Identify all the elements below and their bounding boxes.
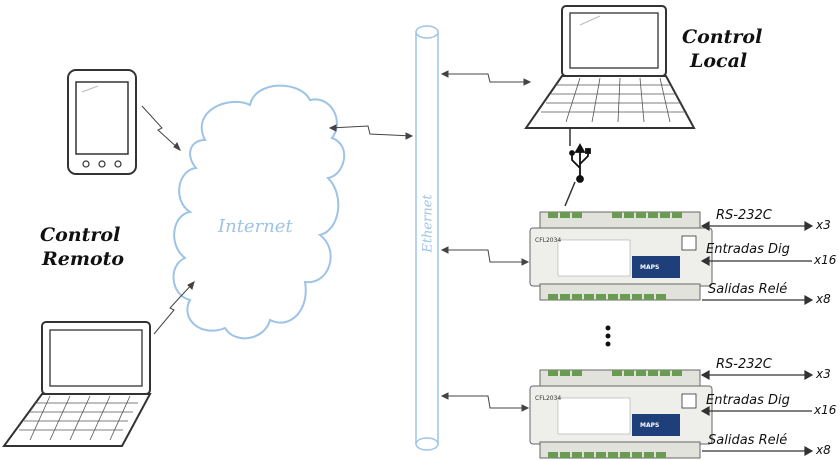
device-2 bbox=[529, 369, 713, 459]
terminal-block-bottom-1 bbox=[548, 294, 666, 300]
io-label-salidas-1: Salidas Relé bbox=[708, 282, 788, 297]
device-1-model: CFL2034 bbox=[535, 237, 561, 244]
io-arrows-device-1 bbox=[700, 220, 814, 306]
ethernet-label: Ethernet bbox=[420, 194, 436, 253]
io-count-rs232-1: x3 bbox=[816, 218, 831, 232]
io-arrows-device-2 bbox=[700, 369, 814, 457]
terminal-block-top-2 bbox=[548, 370, 682, 376]
terminal-block-top-1 bbox=[548, 212, 682, 218]
control-remoto-label-line1: Control bbox=[40, 224, 121, 246]
device-1 bbox=[529, 211, 713, 301]
ethernet-bus bbox=[415, 25, 439, 451]
io-label-rs232-2: RS-232C bbox=[716, 357, 772, 372]
usb-icon bbox=[569, 143, 591, 183]
connection-lines bbox=[141, 70, 532, 412]
laptop-remote-icon bbox=[2, 321, 152, 447]
device-2-model: CFL2034 bbox=[535, 395, 561, 402]
control-local-label-line1: Control bbox=[682, 26, 763, 48]
io-label-entradas-1: Entradas Dig bbox=[706, 242, 790, 257]
io-count-salidas-2: x8 bbox=[816, 443, 831, 457]
io-count-rs232-2: x3 bbox=[816, 367, 831, 381]
usb-cable bbox=[564, 128, 576, 207]
device-1-brand: MAPS bbox=[640, 264, 659, 271]
control-remoto-label-line2: Remoto bbox=[42, 248, 125, 270]
tablet-icon bbox=[67, 69, 137, 175]
internet-label: Internet bbox=[218, 216, 293, 237]
laptop-local-icon bbox=[524, 5, 696, 129]
io-label-salidas-2: Salidas Relé bbox=[708, 433, 788, 448]
io-label-rs232-1: RS-232C bbox=[716, 208, 772, 223]
io-count-salidas-1: x8 bbox=[816, 292, 831, 306]
control-local-label-line2: Local bbox=[690, 50, 748, 72]
device-2-brand: MAPS bbox=[640, 422, 659, 429]
io-count-entradas-2: x16 bbox=[814, 403, 837, 417]
ellipsis-icon bbox=[605, 325, 611, 347]
io-label-entradas-2: Entradas Dig bbox=[706, 393, 790, 408]
terminal-block-bottom-2 bbox=[548, 452, 666, 458]
internet-cloud bbox=[172, 84, 346, 340]
io-count-entradas-1: x16 bbox=[814, 253, 837, 267]
